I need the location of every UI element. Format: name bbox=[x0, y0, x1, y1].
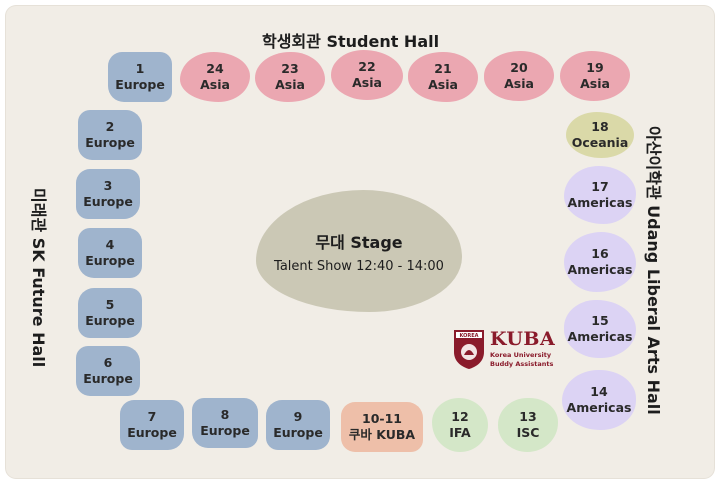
booth-region: Americas bbox=[567, 262, 633, 277]
booth-21[interactable]: 21 Asia bbox=[408, 52, 478, 102]
kuba-wordmark: KUBA bbox=[490, 328, 556, 350]
korea-university-crest-icon: KOREA bbox=[454, 330, 484, 369]
booth-3[interactable]: 3 Europe bbox=[76, 169, 140, 219]
stage[interactable]: 무대 Stage Talent Show 12:40 - 14:00 bbox=[256, 190, 462, 312]
booth-number: 16 bbox=[591, 246, 609, 262]
booth-region: Americas bbox=[567, 329, 633, 344]
booth-region: Asia bbox=[504, 76, 534, 91]
booth-region: Europe bbox=[83, 194, 133, 209]
booth-number: 15 bbox=[591, 313, 609, 329]
booth-region: Asia bbox=[200, 77, 230, 92]
booth-region: Asia bbox=[580, 76, 610, 91]
booth-number: 14 bbox=[590, 384, 608, 400]
kuba-tagline-line1: Korea University bbox=[490, 351, 552, 359]
booth-number: 9 bbox=[293, 409, 303, 425]
booth-number: 18 bbox=[591, 119, 609, 135]
booth-number: 2 bbox=[105, 119, 115, 135]
booth-region: Asia bbox=[352, 75, 382, 90]
kuba-tagline-line2: Buddy Assistants bbox=[490, 360, 554, 368]
booth-number: 24 bbox=[206, 61, 224, 77]
booth-number: 1 bbox=[135, 61, 145, 77]
booth-number: 22 bbox=[358, 59, 376, 75]
kuba-tagline: Korea University Buddy Assistants bbox=[490, 351, 553, 369]
booth-13[interactable]: 13 ISC bbox=[498, 398, 558, 452]
booth-region: Europe bbox=[273, 425, 323, 440]
booth-number: 19 bbox=[586, 60, 604, 76]
stage-schedule: Talent Show 12:40 - 14:00 bbox=[274, 258, 444, 274]
booth-region: Europe bbox=[83, 371, 133, 386]
booth-number: 10-11 bbox=[362, 411, 402, 427]
udang-liberal-arts-hall-label: 아산이학관 Udang Liberal Arts Hall bbox=[644, 126, 663, 415]
booth-20[interactable]: 20 Asia bbox=[484, 51, 554, 101]
booth-7[interactable]: 7 Europe bbox=[120, 400, 184, 450]
booth-2[interactable]: 2 Europe bbox=[78, 110, 142, 160]
booth-region: Americas bbox=[567, 195, 633, 210]
booth-15[interactable]: 15 Americas bbox=[564, 300, 636, 358]
booth-23[interactable]: 23 Asia bbox=[255, 52, 325, 102]
crest-text: KOREA bbox=[459, 333, 478, 339]
booth-10-11[interactable]: 10-11 쿠바 KUBA bbox=[341, 402, 423, 452]
booth-number: 6 bbox=[103, 355, 113, 371]
booth-number: 5 bbox=[105, 297, 115, 313]
booth-number: 13 bbox=[519, 409, 537, 425]
booth-region: Americas bbox=[566, 400, 632, 415]
booth-region: Europe bbox=[85, 253, 135, 268]
booth-17[interactable]: 17 Americas bbox=[564, 166, 636, 224]
booth-number: 21 bbox=[434, 61, 452, 77]
booth-12[interactable]: 12 IFA bbox=[432, 398, 488, 452]
booth-region: Oceania bbox=[571, 135, 629, 150]
booth-region: Europe bbox=[85, 313, 135, 328]
kuba-logo: KOREA KUBA Korea University Buddy Assist… bbox=[452, 328, 564, 372]
booth-region: Asia bbox=[275, 77, 305, 92]
booth-14[interactable]: 14 Americas bbox=[562, 370, 636, 430]
booth-region: Asia bbox=[428, 77, 458, 92]
booth-24[interactable]: 24 Asia bbox=[180, 52, 250, 102]
booth-number: 7 bbox=[147, 409, 157, 425]
student-hall-label: 학생회관 Student Hall bbox=[262, 32, 440, 51]
booth-16[interactable]: 16 Americas bbox=[564, 232, 636, 292]
booth-number: 3 bbox=[103, 178, 113, 194]
booth-19[interactable]: 19 Asia bbox=[560, 51, 630, 101]
booth-region: Europe bbox=[85, 135, 135, 150]
booth-region: IFA bbox=[449, 425, 471, 440]
booth-region: Europe bbox=[127, 425, 177, 440]
booth-region: ISC bbox=[516, 425, 540, 440]
booth-region: Europe bbox=[200, 423, 250, 438]
sk-future-hall-label: 미래관 SK Future Hall bbox=[29, 188, 48, 368]
booth-number: 20 bbox=[510, 60, 528, 76]
booth-number: 8 bbox=[220, 407, 230, 423]
booth-number: 12 bbox=[451, 409, 469, 425]
booth-number: 4 bbox=[105, 237, 115, 253]
stage-title: 무대 Stage bbox=[315, 232, 403, 252]
booth-number: 17 bbox=[591, 179, 609, 195]
booth-1[interactable]: 1 Europe bbox=[108, 52, 172, 102]
booth-8[interactable]: 8 Europe bbox=[192, 398, 258, 448]
booth-4[interactable]: 4 Europe bbox=[78, 228, 142, 278]
booth-18[interactable]: 18 Oceania bbox=[566, 112, 634, 158]
booth-region: Europe bbox=[115, 77, 165, 92]
booth-region: 쿠바 KUBA bbox=[348, 427, 416, 442]
booth-22[interactable]: 22 Asia bbox=[331, 50, 403, 100]
booth-9[interactable]: 9 Europe bbox=[266, 400, 330, 450]
booth-6[interactable]: 6 Europe bbox=[76, 346, 140, 396]
booth-5[interactable]: 5 Europe bbox=[78, 288, 142, 338]
booth-number: 23 bbox=[281, 61, 299, 77]
